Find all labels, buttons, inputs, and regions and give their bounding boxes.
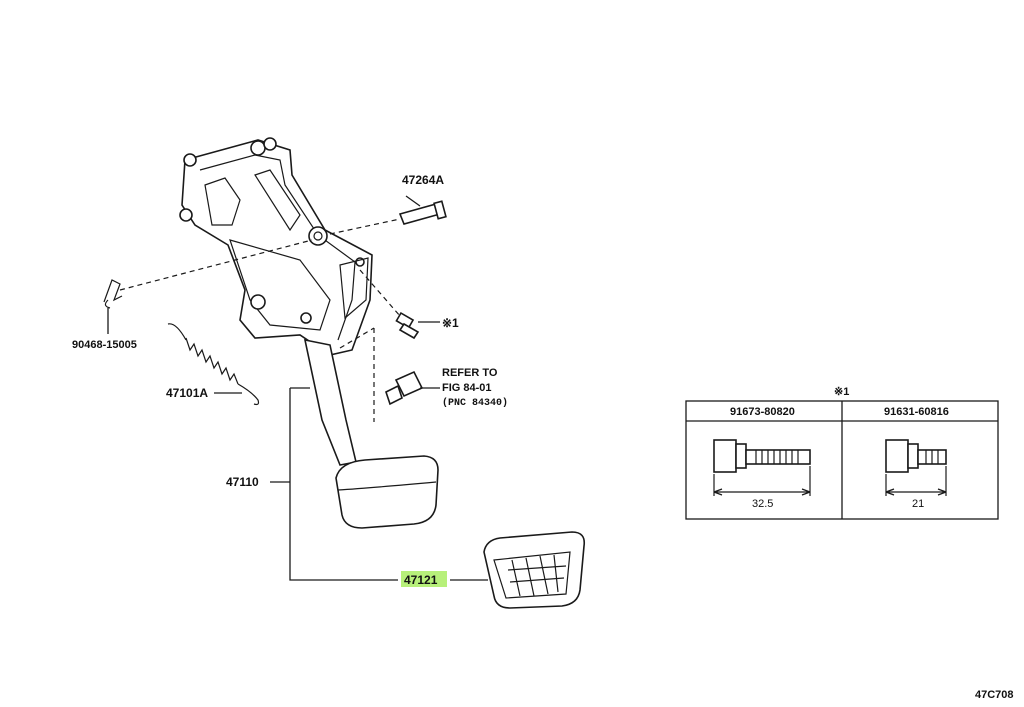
return-spring	[167, 323, 260, 406]
label-bolt-ref: ※1	[442, 316, 459, 330]
pedal-arm	[303, 338, 439, 529]
table-col2-length: 21	[912, 498, 924, 510]
label-refer-line2: FIG 84-01	[442, 382, 492, 394]
leader-lines	[214, 195, 488, 581]
stop-light-switch	[339, 327, 440, 422]
bolt-long-icon	[713, 439, 811, 496]
table-col1-part: 91673-80820	[730, 406, 795, 418]
table-col1-length: 32.5	[752, 498, 773, 510]
table-col2-part: 91631-60816	[884, 406, 949, 418]
bolt-table: ※1 91673-80820 91631-60816 32.5	[685, 386, 999, 520]
label-return-spring: 47101A	[166, 386, 208, 400]
label-pedal-arm: 47110	[226, 475, 259, 489]
label-pedal-pad[interactable]: 47121	[404, 573, 438, 587]
label-clip: 90468-15005	[72, 339, 137, 351]
label-refer-line3: (PNC 84340)	[442, 397, 508, 409]
figure-code: 47C708	[975, 689, 1014, 701]
label-refer-line1: REFER TO	[442, 367, 498, 379]
label-clevis-pin: 47264A	[402, 173, 444, 187]
pedal-pad	[483, 531, 586, 609]
clip	[103, 239, 313, 334]
pedal-bracket	[179, 137, 373, 356]
clevis-pin	[329, 200, 447, 235]
table-title: ※1	[834, 386, 849, 398]
bolt	[359, 269, 440, 340]
highlight-pedal-pad	[401, 571, 447, 587]
bolt-short-icon	[885, 439, 947, 496]
